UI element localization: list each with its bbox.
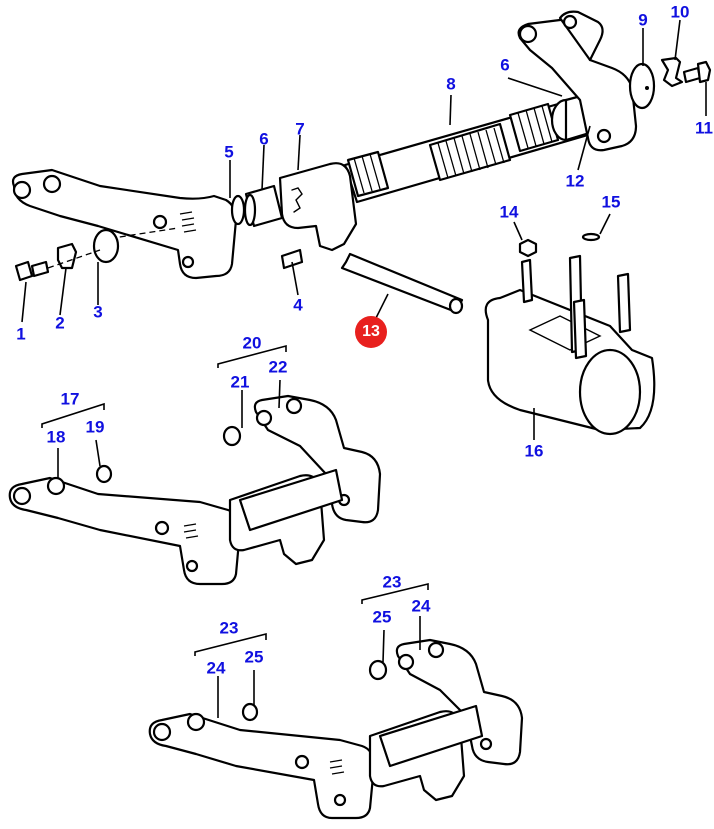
callout-5[interactable]: 5 — [224, 142, 234, 162]
callout-9[interactable]: 9 — [638, 10, 648, 30]
bushing-21[interactable] — [222, 425, 242, 447]
callout-11[interactable]: 11 — [695, 118, 713, 138]
housing-16[interactable] — [484, 254, 656, 436]
shift-fork-7[interactable] — [278, 162, 358, 252]
left-shift-arm[interactable] — [11, 168, 238, 280]
callout-24-left[interactable]: 24 — [206, 658, 226, 678]
leader-lines — [21, 19, 707, 718]
callout-19[interactable]: 19 — [85, 417, 105, 437]
callout-13-highlighted[interactable]: 13 — [355, 316, 387, 348]
callout-7[interactable]: 7 — [295, 119, 305, 139]
callout-4[interactable]: 4 — [293, 295, 303, 315]
bolt-11[interactable] — [682, 60, 712, 84]
shift-fork-bottom[interactable] — [368, 704, 484, 802]
callout-16[interactable]: 16 — [524, 441, 544, 461]
lock-tab-2[interactable] — [56, 242, 78, 270]
nut-14[interactable] — [518, 238, 538, 258]
callout-25-right[interactable]: 25 — [372, 607, 392, 627]
callout-15[interactable]: 15 — [601, 192, 621, 212]
callout-3[interactable]: 3 — [93, 302, 103, 322]
callout-1[interactable]: 1 — [16, 324, 26, 344]
callout-21[interactable]: 21 — [230, 372, 250, 392]
callout-23-left[interactable]: 23 — [219, 618, 239, 638]
callout-25-left[interactable]: 25 — [244, 647, 264, 667]
washer-3[interactable] — [92, 228, 120, 264]
bushing-19[interactable] — [95, 464, 113, 484]
bushing-25-right[interactable] — [368, 659, 388, 681]
callout-8[interactable]: 8 — [446, 74, 456, 94]
seal-5[interactable] — [230, 194, 246, 226]
arm-assembly-17[interactable] — [8, 476, 242, 586]
callout-14[interactable]: 14 — [499, 202, 519, 222]
callout-12[interactable]: 12 — [565, 171, 585, 191]
arm-assembly-23-left[interactable] — [148, 712, 376, 820]
callout-10[interactable]: 10 — [670, 2, 690, 22]
retaining-clip-10[interactable] — [660, 56, 684, 88]
callout-17[interactable]: 17 — [60, 389, 80, 409]
callout-6-right[interactable]: 6 — [500, 55, 510, 75]
set-screw-4[interactable] — [280, 248, 304, 270]
callout-20[interactable]: 20 — [242, 333, 262, 353]
right-shift-arm[interactable] — [517, 10, 656, 152]
callout-2[interactable]: 2 — [55, 313, 65, 333]
callout-18[interactable]: 18 — [46, 427, 66, 447]
shift-fork-middle[interactable] — [228, 468, 344, 566]
bushing-25-left[interactable] — [241, 702, 259, 722]
callout-24-right[interactable]: 24 — [411, 596, 431, 616]
callout-6-left[interactable]: 6 — [259, 129, 269, 149]
pin-13[interactable] — [340, 252, 464, 315]
washer-15[interactable] — [581, 232, 601, 242]
arm-assembly-23-right[interactable] — [395, 638, 524, 766]
callout-23-right[interactable]: 23 — [382, 572, 402, 592]
bolt-1[interactable] — [14, 260, 50, 282]
callout-22[interactable]: 22 — [268, 357, 288, 377]
bushing-6[interactable] — [243, 184, 284, 228]
